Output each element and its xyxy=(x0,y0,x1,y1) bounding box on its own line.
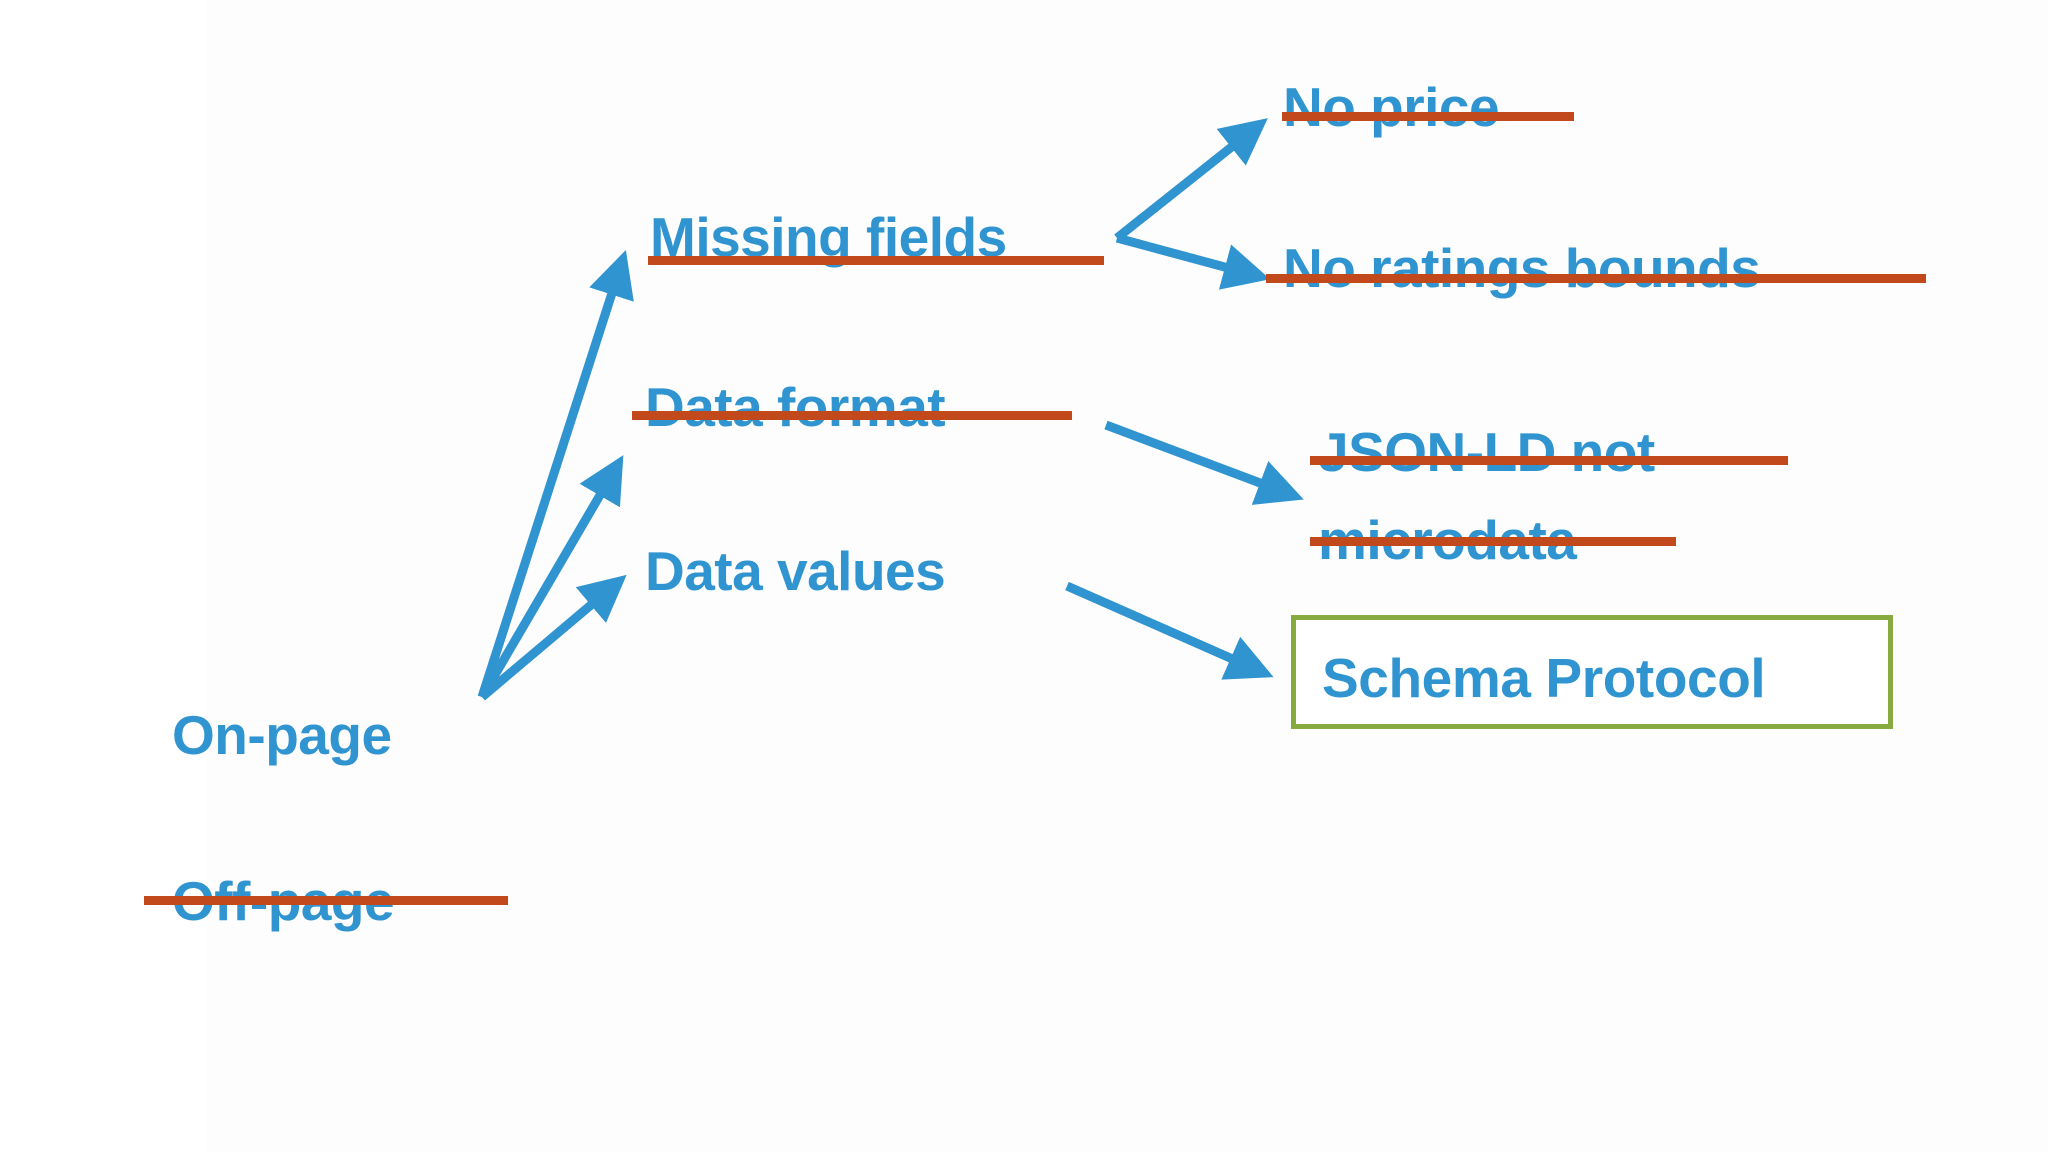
edge-group-missing-fields xyxy=(1114,118,1271,290)
edge-data-values-to-schema-protocol xyxy=(1065,581,1274,680)
node-schema-protocol-box[interactable]: Schema Protocol xyxy=(1291,615,1893,729)
node-json-ld-not-microdata-line1[interactable]: JSON-LD not xyxy=(1318,423,1655,481)
strikethrough-json-ld-line1 xyxy=(1310,456,1788,465)
strikethrough-off-page xyxy=(144,896,508,905)
strikethrough-missing-fields xyxy=(648,256,1104,265)
strikethrough-no-price xyxy=(1282,112,1574,121)
node-json-ld-line1-label: JSON-LD not xyxy=(1318,421,1655,483)
edge-missing-fields-to-no-ratings-bounds xyxy=(1115,233,1271,290)
edge-on-page-to-missing-fields xyxy=(477,250,634,699)
edge-on-page-to-data-format xyxy=(478,455,624,700)
node-schema-protocol-label: Schema Protocol xyxy=(1322,647,1766,709)
edge-on-page-to-data-values xyxy=(479,574,627,701)
node-no-price[interactable]: No price xyxy=(1283,76,1500,138)
node-data-values-label: Data values xyxy=(645,540,946,602)
node-no-ratings-bounds-label: No ratings bounds xyxy=(1283,237,1761,299)
node-data-values[interactable]: Data values xyxy=(645,540,946,602)
edge-missing-fields-to-no-price xyxy=(1114,118,1268,242)
slide-background xyxy=(206,0,2048,1152)
node-data-format-label: Data format xyxy=(645,376,946,438)
strikethrough-json-ld-line2 xyxy=(1310,537,1676,546)
node-on-page[interactable]: On-page xyxy=(172,706,392,764)
edge-data-format-to-json-ld xyxy=(1104,420,1304,505)
strikethrough-data-format xyxy=(632,411,1072,420)
node-no-price-label: No price xyxy=(1283,76,1500,138)
node-no-ratings-bounds[interactable]: No ratings bounds xyxy=(1283,237,1761,299)
node-on-page-label: On-page xyxy=(172,704,392,766)
node-data-format[interactable]: Data format xyxy=(645,376,946,438)
strikethrough-no-ratings-bounds xyxy=(1266,274,1926,283)
edge-group-on-page xyxy=(477,250,634,701)
